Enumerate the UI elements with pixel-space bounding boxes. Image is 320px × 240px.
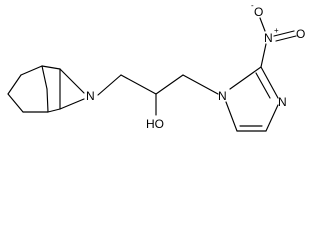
aziridine-nitrogen-label: N bbox=[86, 89, 95, 103]
hydroxyl-label: HO bbox=[146, 117, 164, 131]
bond-n3-c4 bbox=[265, 104, 279, 132]
bond-ch2-imidazole-n1 bbox=[182, 74, 219, 95]
nitro-nitrogen-charge: + bbox=[274, 26, 279, 35]
propanol-chain bbox=[97, 74, 219, 116]
imidazole-n3-label: N bbox=[278, 95, 287, 109]
bond-left-upper bbox=[7, 74, 22, 95]
nitro-oxygen-top-charge: - bbox=[251, 1, 254, 10]
bond-c5-n1 bbox=[225, 101, 238, 132]
bicyclic-aziridine-cage bbox=[7, 65, 85, 113]
nitro-group bbox=[259, 17, 297, 68]
bond-bridge-top bbox=[41, 65, 48, 90]
bond-c2-n3-double bbox=[255, 72, 271, 99]
bond-bridgehead-top-left bbox=[20, 65, 43, 76]
chemical-structure-diagram: N HO N N N + O - O bbox=[7, 1, 306, 132]
bond-choh-ch2 bbox=[155, 74, 184, 95]
bond-aziridine-c1-n bbox=[59, 68, 85, 94]
bond-left-lower bbox=[7, 93, 24, 113]
molecule-drawing: N HO N N N + O - O bbox=[7, 1, 305, 132]
bond-n-ch2 bbox=[97, 74, 122, 96]
bond-c2-nitro-n bbox=[260, 43, 267, 68]
bond-n1-c2 bbox=[229, 66, 262, 90]
bond-nitro-n-o-top bbox=[259, 17, 266, 32]
nitro-oxygen-top-label: O bbox=[254, 5, 263, 19]
bond-ch2-choh bbox=[120, 74, 157, 95]
bond-c1-bridgehead-top bbox=[41, 65, 61, 70]
bond-aziridine-c2-n bbox=[59, 98, 85, 110]
bond-c2-n3-single bbox=[260, 66, 279, 99]
bond-nitro-n-o-right-b bbox=[275, 35, 297, 42]
nitro-nitrogen-label: N bbox=[264, 31, 273, 45]
imidazole-n1-label: N bbox=[218, 89, 227, 103]
bond-bridge-bottom bbox=[46, 88, 49, 113]
bond-nitro-n-o-right-a bbox=[273, 30, 295, 37]
bond-c2-bridgehead-bottom bbox=[47, 108, 61, 113]
nitro-oxygen-right-label: O bbox=[296, 27, 305, 41]
imidazole-ring bbox=[225, 66, 279, 132]
